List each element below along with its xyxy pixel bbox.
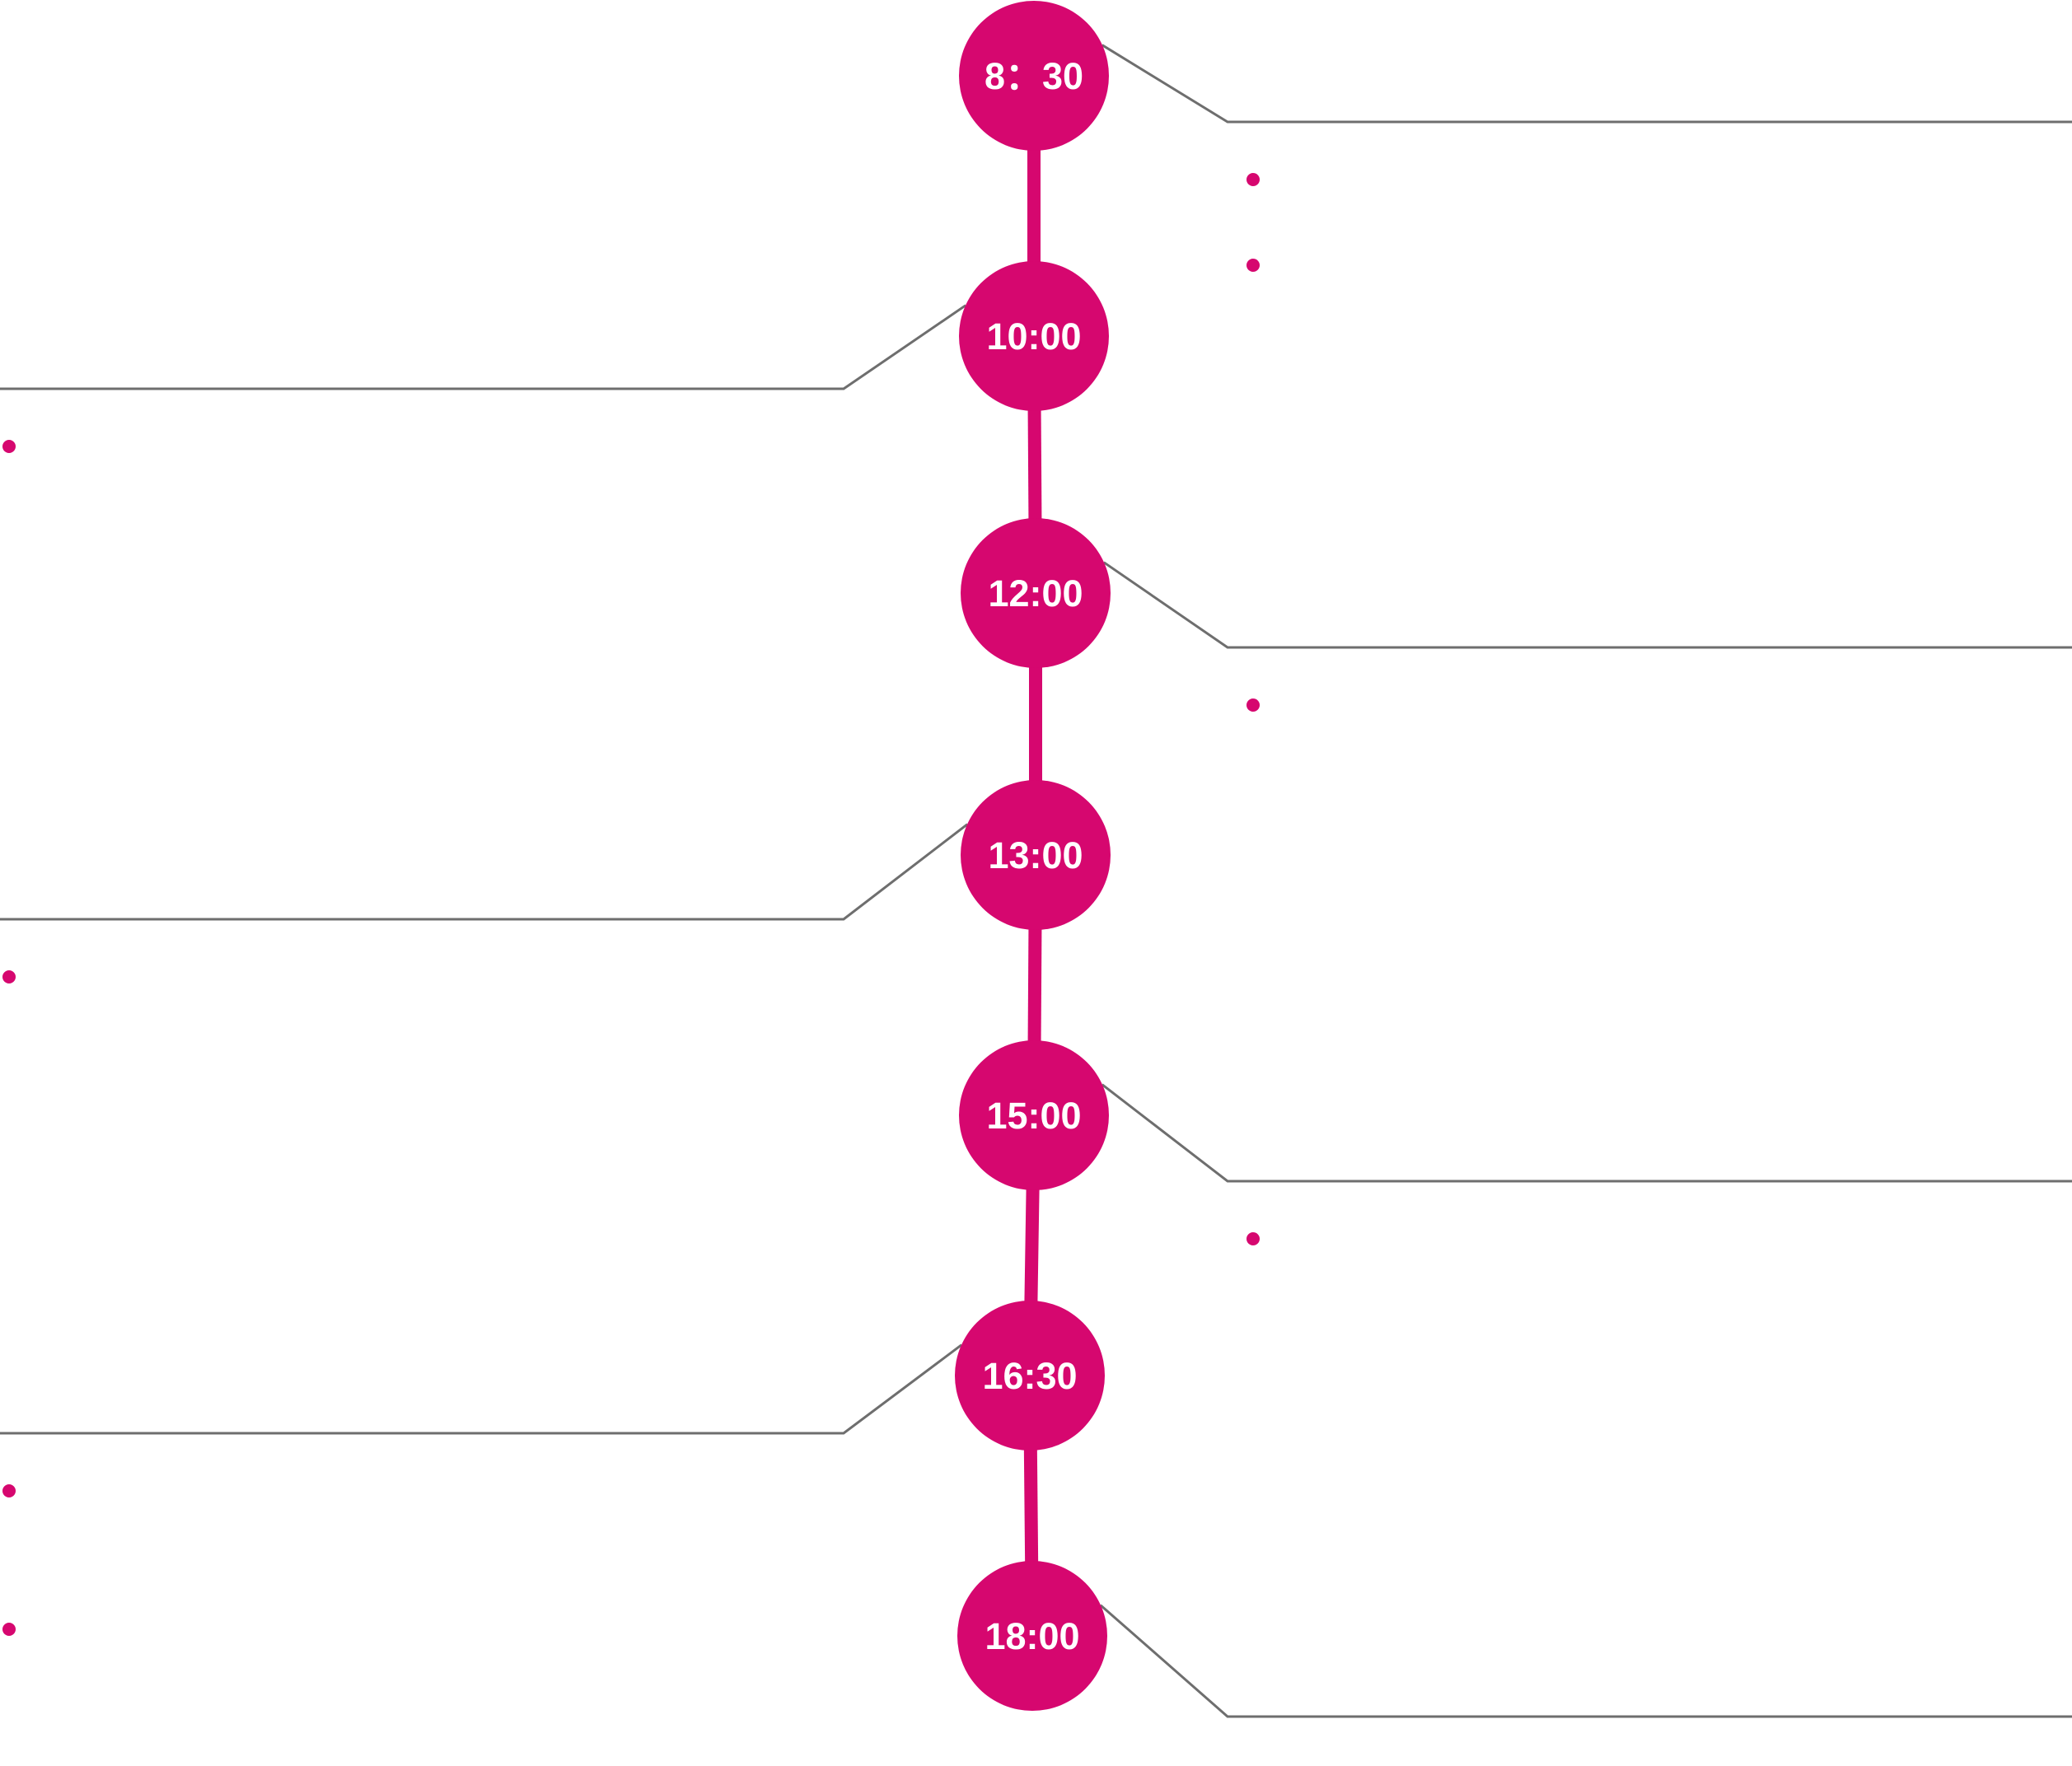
bullet-point xyxy=(2,440,16,453)
time-node xyxy=(955,1301,1105,1451)
time-label: 16:30 xyxy=(982,1355,1077,1397)
time-label: 18:00 xyxy=(985,1615,1079,1657)
time-label: 15:00 xyxy=(986,1095,1081,1137)
time-label: 13:00 xyxy=(988,834,1083,876)
connector-lines xyxy=(0,44,2072,1718)
connector-line xyxy=(1101,1083,2072,1183)
time-node xyxy=(961,518,1111,668)
connector-line xyxy=(1102,561,2072,649)
connector-line xyxy=(0,1343,963,1435)
time-label: 12:00 xyxy=(988,572,1083,614)
bullet-point xyxy=(2,1623,16,1636)
bullet-point xyxy=(1246,698,1260,712)
time-nodes: 8：30 10:00 12:00 13:00 15:00 16:30 18:00 xyxy=(955,1,1111,1711)
bullet-point xyxy=(1246,1232,1260,1245)
bullet-points xyxy=(2,173,1260,1636)
time-node xyxy=(959,1,1109,151)
time-node xyxy=(959,1040,1109,1190)
time-label: 10:00 xyxy=(986,315,1081,357)
time-node xyxy=(957,1561,1107,1711)
time-label: 8：30 xyxy=(985,55,1083,97)
connector-line xyxy=(0,823,969,921)
connector-line xyxy=(0,304,967,390)
bullet-point xyxy=(1246,173,1260,186)
bullet-point xyxy=(2,1484,16,1497)
connector-line xyxy=(1099,1604,2072,1718)
time-node xyxy=(959,261,1109,411)
bullet-point xyxy=(2,970,16,983)
bullet-point xyxy=(1246,259,1260,272)
connector-line xyxy=(1101,44,2072,124)
time-node xyxy=(961,780,1111,930)
